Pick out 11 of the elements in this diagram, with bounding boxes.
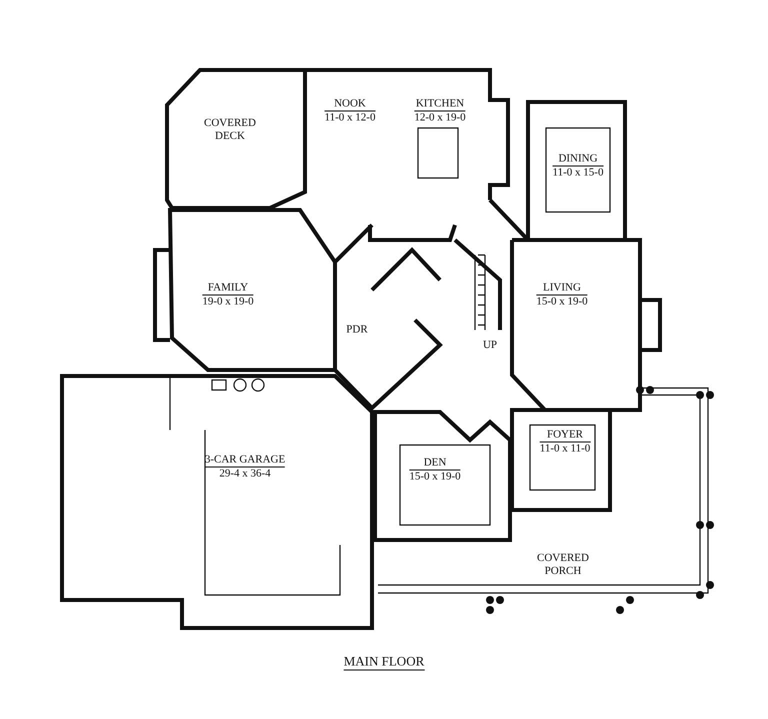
room-label: COVERED PORCH (528, 552, 598, 578)
stair-direction-label: UP (482, 339, 498, 351)
room-label: 3-CAR GARAGE 29-4 x 36-4 (204, 454, 286, 480)
room-label: KITCHEN 12-0 x 19-0 (414, 98, 466, 124)
room-label: PDR (346, 324, 368, 336)
floor-caption: MAIN FLOOR (344, 654, 424, 670)
room-label: LIVING 15-0 x 19-0 (536, 282, 588, 308)
room-label: COVERED DECK (195, 117, 265, 143)
room-label: NOOK 11-0 x 12-0 (324, 98, 376, 124)
room-label: FAMILY 19-0 x 19-0 (202, 282, 254, 308)
room-label: DEN 15-0 x 19-0 (409, 456, 461, 484)
